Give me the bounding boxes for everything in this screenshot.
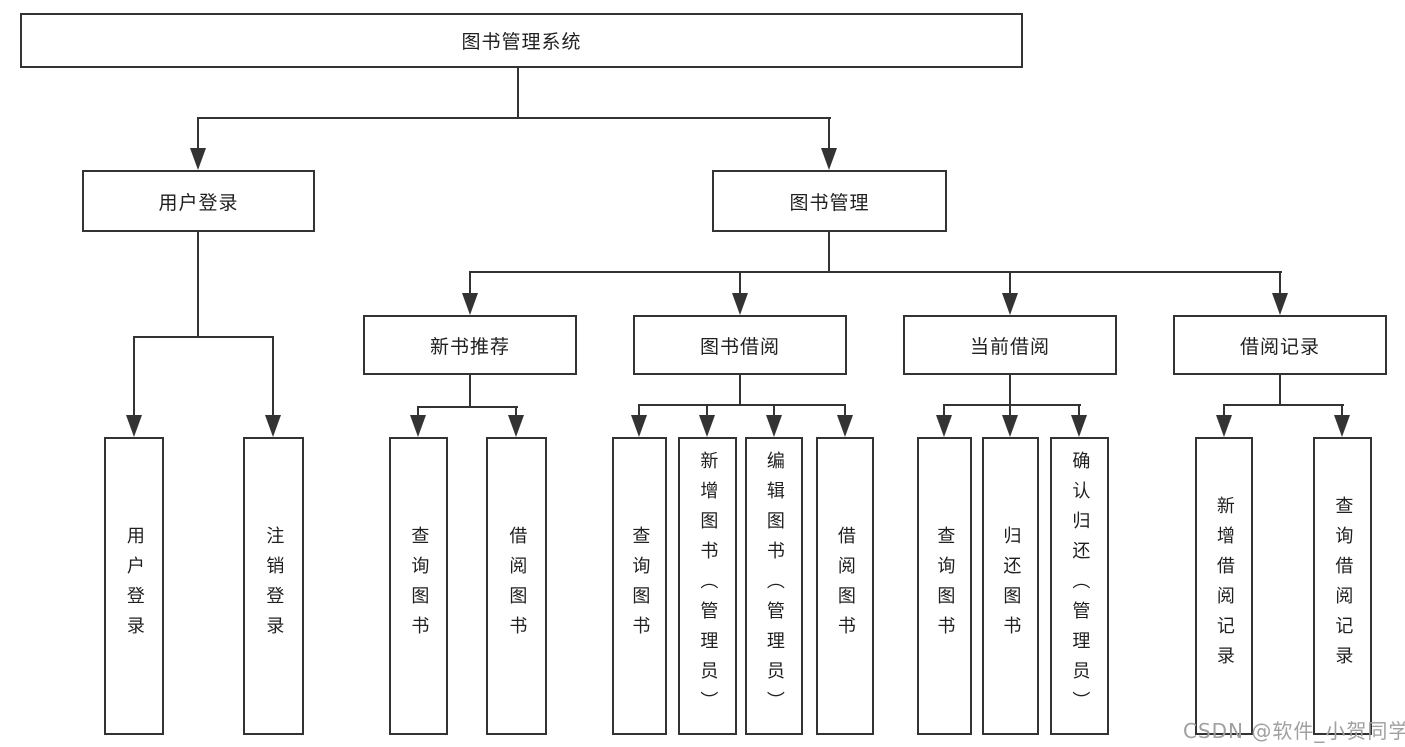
node-user-login-leaf: 用户登录 [104,437,164,735]
node-label: 借阅图书 [834,526,856,646]
connector-to-borrow-records [1279,273,1281,295]
node-borrow-books-leaf: 借阅图书 [816,437,874,735]
connector-current-borrow-hbar [943,404,1081,406]
connector-leaf [706,406,708,417]
arrow-down-icon [190,148,206,170]
connector-to-current-borrow [1009,273,1011,295]
arrow-down-icon [936,415,952,437]
node-return-books: 归还图书 [982,437,1039,735]
connector-leaf [773,406,775,417]
connector-to-new-book [469,273,471,295]
connector-current-borrow-stem [1009,375,1011,406]
connector-new-book-hbar [417,406,518,408]
connector-to-book-borrow [739,273,741,295]
arrow-down-icon [1216,415,1232,437]
node-label: 用户登录 [123,526,145,646]
connector-leaf [638,406,640,417]
node-label: 查询图书 [408,526,430,646]
arrow-down-icon [837,415,853,437]
connector-book-mgmt-stem [828,232,830,273]
connector-book-borrow-hbar [638,404,846,406]
node-query-books-recommend: 查询图书 [389,437,448,735]
arrow-down-icon [1334,415,1350,437]
node-label: 归还图书 [1000,526,1022,646]
connector-borrow-records-stem [1279,375,1281,406]
node-label: 新增图书（管理员） [697,451,719,721]
node-confirm-return-admin: 确认归还（管理员） [1050,437,1109,735]
connector-root-hbar [197,117,831,119]
connector-book-borrow-stem [739,375,741,406]
node-query-books-current: 查询图书 [917,437,972,735]
connector-root-stem [517,68,519,119]
node-book-management: 图书管理 [712,170,947,232]
watermark: CSDN @软件_小贺同学 [1183,719,1405,743]
arrow-down-icon [631,415,647,437]
arrow-down-icon [821,148,837,170]
connector-leaf [1078,406,1080,417]
node-label: 确认归还（管理员） [1069,451,1091,721]
arrow-down-icon [126,415,142,437]
arrow-down-icon [699,415,715,437]
connector-to-book-management [828,119,830,150]
connector-to-user-login [197,119,199,150]
connector-user-login-hbar [133,336,274,338]
arrow-down-icon [1002,293,1018,315]
node-add-book-admin: 新增图书（管理员） [678,437,737,735]
connector-leaf [844,406,846,417]
arrow-down-icon [766,415,782,437]
node-query-borrow-record: 查询借阅记录 [1313,437,1372,735]
arrow-down-icon [1272,293,1288,315]
connector-book-mgmt-hbar [469,271,1282,273]
node-add-borrow-record: 新增借阅记录 [1195,437,1253,735]
node-label: 注销登录 [263,526,285,646]
node-new-book-recommend: 新书推荐 [363,315,577,375]
node-edit-book-admin: 编辑图书（管理员） [745,437,803,735]
arrow-down-icon [462,293,478,315]
arrow-down-icon [265,415,281,437]
connector-user-login-stem [197,232,199,338]
connector-leaf [515,408,517,417]
connector-leaf [1009,406,1011,417]
arrow-down-icon [1071,415,1087,437]
node-book-borrow: 图书借阅 [633,315,847,375]
node-logout: 注销登录 [243,437,304,735]
connector-to-logout [272,338,274,417]
node-root: 图书管理系统 [20,13,1023,68]
connector-leaf [1223,406,1225,417]
node-current-borrow: 当前借阅 [903,315,1117,375]
connector-leaf [417,408,419,417]
node-label: 查询借阅记录 [1332,496,1354,676]
node-label: 新增借阅记录 [1213,496,1235,676]
node-label: 查询图书 [629,526,651,646]
node-label: 编辑图书（管理员） [763,451,785,721]
node-query-books-borrow: 查询图书 [612,437,667,735]
arrow-down-icon [410,415,426,437]
node-borrow-records: 借阅记录 [1173,315,1387,375]
arrow-down-icon [1002,415,1018,437]
node-label: 查询图书 [934,526,956,646]
arrow-down-icon [508,415,524,437]
connector-to-user-login-leaf [133,338,135,417]
connector-borrow-records-hbar [1223,404,1344,406]
arrow-down-icon [732,293,748,315]
node-borrow-books-recommend: 借阅图书 [486,437,547,735]
connector-new-book-stem [469,375,471,408]
node-label: 借阅图书 [506,526,528,646]
connector-leaf [943,406,945,417]
connector-leaf [1341,406,1343,417]
node-user-login: 用户登录 [82,170,315,232]
